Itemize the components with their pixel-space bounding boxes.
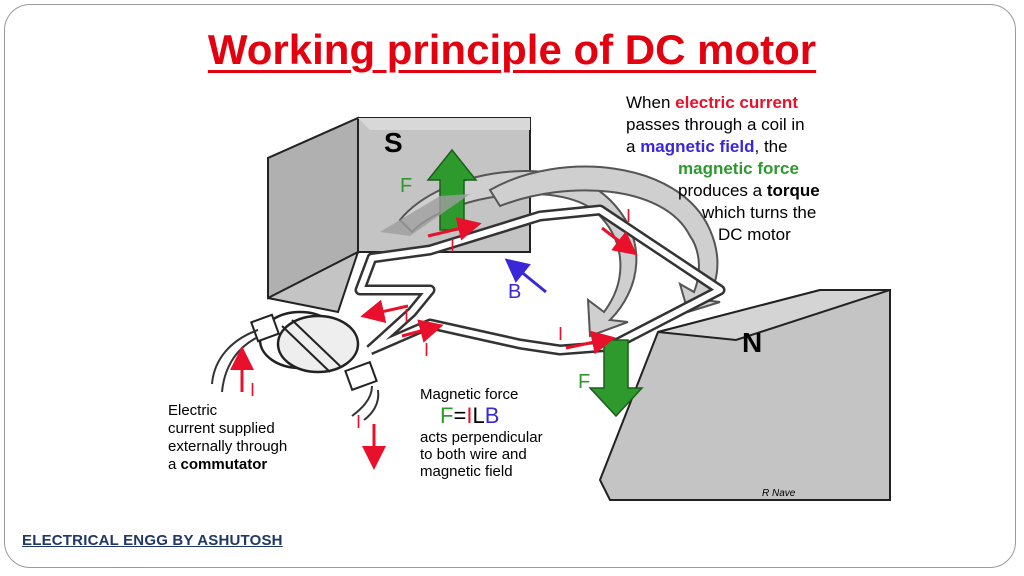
current-label: I [558, 324, 563, 344]
force-caption: Magnetic force F=ILB acts perpendicular … [420, 386, 630, 480]
formula-b: B [484, 403, 500, 428]
caption-text: produces a [678, 181, 767, 200]
commutator-caption-line: current supplied [168, 420, 275, 437]
caption-text: passes through a coil in [626, 115, 805, 134]
commutator-word: commutator [180, 456, 268, 473]
field-label: B [508, 281, 521, 303]
force-arrow-down [588, 339, 644, 418]
current-label: I [626, 206, 631, 226]
caption-text: DC motor [718, 225, 791, 244]
formula-f: F [440, 403, 454, 428]
credit-text: R Nave [762, 488, 796, 499]
commutator-caption-line: externally through [168, 438, 288, 455]
north-pole-label: N [742, 327, 762, 358]
formula-equals: = [453, 403, 467, 428]
caption-text: a [626, 137, 641, 156]
formula-l: L [472, 403, 485, 428]
footer-author: ELECTRICAL ENGG BY ASHUTOSH [22, 532, 283, 549]
commutator-caption: Electric current supplied externally thr… [168, 402, 368, 474]
current-label: I [250, 380, 255, 400]
current-label: I [424, 340, 429, 360]
caption-text: which turns the [702, 203, 817, 222]
explanation-caption: When electric current passes through a c… [626, 92, 926, 246]
north-pole-magnet [598, 289, 891, 501]
current-label: I [356, 412, 361, 432]
field-arrow [504, 258, 547, 294]
caption-electric-current: electric current [675, 93, 798, 112]
slide-frame [4, 4, 1016, 568]
field-shading [380, 194, 470, 236]
force-caption-line: magnetic field [420, 463, 513, 480]
page-title: Working principle of DC motor [207, 26, 817, 73]
formula-i: I [466, 403, 473, 428]
force-caption-line: to both wire and [420, 446, 527, 463]
commutator [249, 310, 378, 392]
current-arrows [230, 217, 638, 470]
south-pole-label: S [384, 127, 403, 158]
caption-text: , the [754, 137, 788, 156]
current-label: I [450, 236, 455, 256]
commutator-caption-line: a [168, 456, 181, 473]
force-label-top: F [400, 175, 412, 197]
coil-wire [354, 204, 726, 356]
caption-magnetic-field: magnetic field [640, 137, 755, 156]
rotation-arrows [398, 165, 721, 338]
force-caption-line: acts perpendicular [420, 429, 543, 446]
caption-magnetic-force: magnetic force [678, 159, 799, 178]
force-formula: F=ILB [420, 403, 630, 429]
caption-torque: torque [766, 181, 820, 200]
force-label-bottom: F [578, 371, 590, 393]
force-caption-line: Magnetic force [420, 386, 519, 403]
current-label: I [404, 306, 409, 326]
commutator-caption-line: Electric [168, 402, 218, 419]
caption-text: When [626, 93, 676, 112]
